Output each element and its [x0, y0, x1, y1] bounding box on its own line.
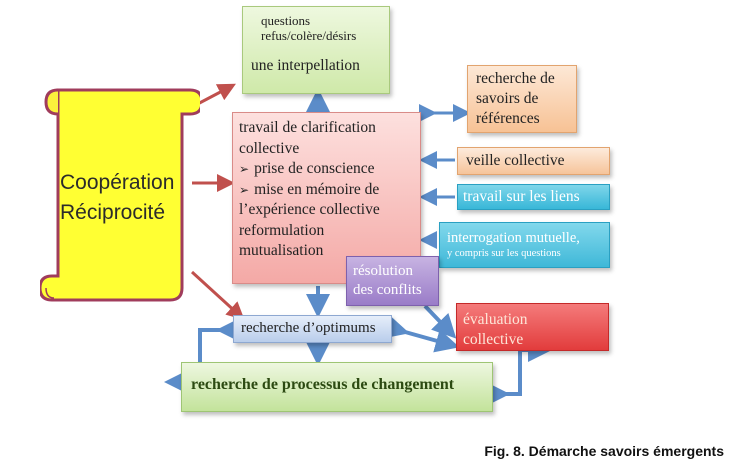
arrow-optimums-evaluation: [383, 315, 460, 353]
references-line-2: savoirs de: [476, 90, 539, 107]
references-line-3: références: [476, 110, 540, 127]
clarification-line-6: reformulation: [239, 221, 325, 239]
box-interpellation: questions refus/colère/désirs une interp…: [242, 6, 390, 94]
figure-caption: Fig. 8. Démarche savoirs émergents: [484, 443, 724, 459]
references-line-1: recherche de: [476, 70, 555, 87]
clarification-bullet-1: prise de conscience: [239, 159, 420, 180]
box-evaluation: évaluation collective: [456, 303, 609, 351]
clarification-line-2: collective: [239, 139, 300, 157]
interrogation-line-1: interrogation mutuelle,: [447, 230, 580, 246]
clarification-line-5: l’expérience collective: [239, 201, 380, 218]
evaluation-line-1: évaluation: [463, 311, 528, 328]
box-resolution: résolution des conflits: [346, 256, 439, 306]
box-references: recherche de savoirs de références: [467, 65, 577, 133]
interrogation-line-2: y compris sur les questions: [447, 248, 561, 259]
interpellation-small-text: questions refus/colère/désirs: [261, 13, 356, 43]
arrow-resolution-evaluation: [423, 304, 457, 339]
box-liens: travail sur les liens: [457, 184, 610, 210]
parchment-scroll: [40, 88, 200, 302]
scroll-label: Coopération Réciprocité: [60, 168, 190, 228]
arrow-scroll-to-optimums: [190, 270, 245, 321]
interpellation-title: une interpellation: [251, 57, 360, 74]
arrow-processus-loop-right: [486, 338, 552, 406]
evaluation-line-2: collective: [463, 331, 524, 348]
interpellation-refus: refus/colère/désirs: [261, 28, 357, 43]
clarification-bullet-1-text: prise de conscience: [254, 160, 375, 177]
box-optimums: recherche d’optimums: [233, 315, 392, 343]
box-interrogation: interrogation mutuelle, y compris sur le…: [439, 222, 610, 268]
scroll-line-cooperation: Coopération: [60, 171, 175, 194]
clarification-bullet-2-text: mise en mémoire de: [254, 180, 380, 198]
scroll-line-reciprocite: Réciprocité: [60, 201, 166, 224]
interpellation-questions: questions: [261, 13, 311, 28]
clarification-bullet-2: mise en mémoire de: [239, 180, 420, 201]
clarification-line-7: mutualisation: [239, 242, 324, 259]
resolution-line-1: résolution: [353, 263, 413, 279]
resolution-line-2: des conflits: [353, 282, 422, 298]
box-veille: veille collective: [457, 147, 610, 175]
box-processus: recherche de processus de changement: [181, 362, 493, 412]
clarification-line-1: travail de clarification: [239, 119, 376, 136]
